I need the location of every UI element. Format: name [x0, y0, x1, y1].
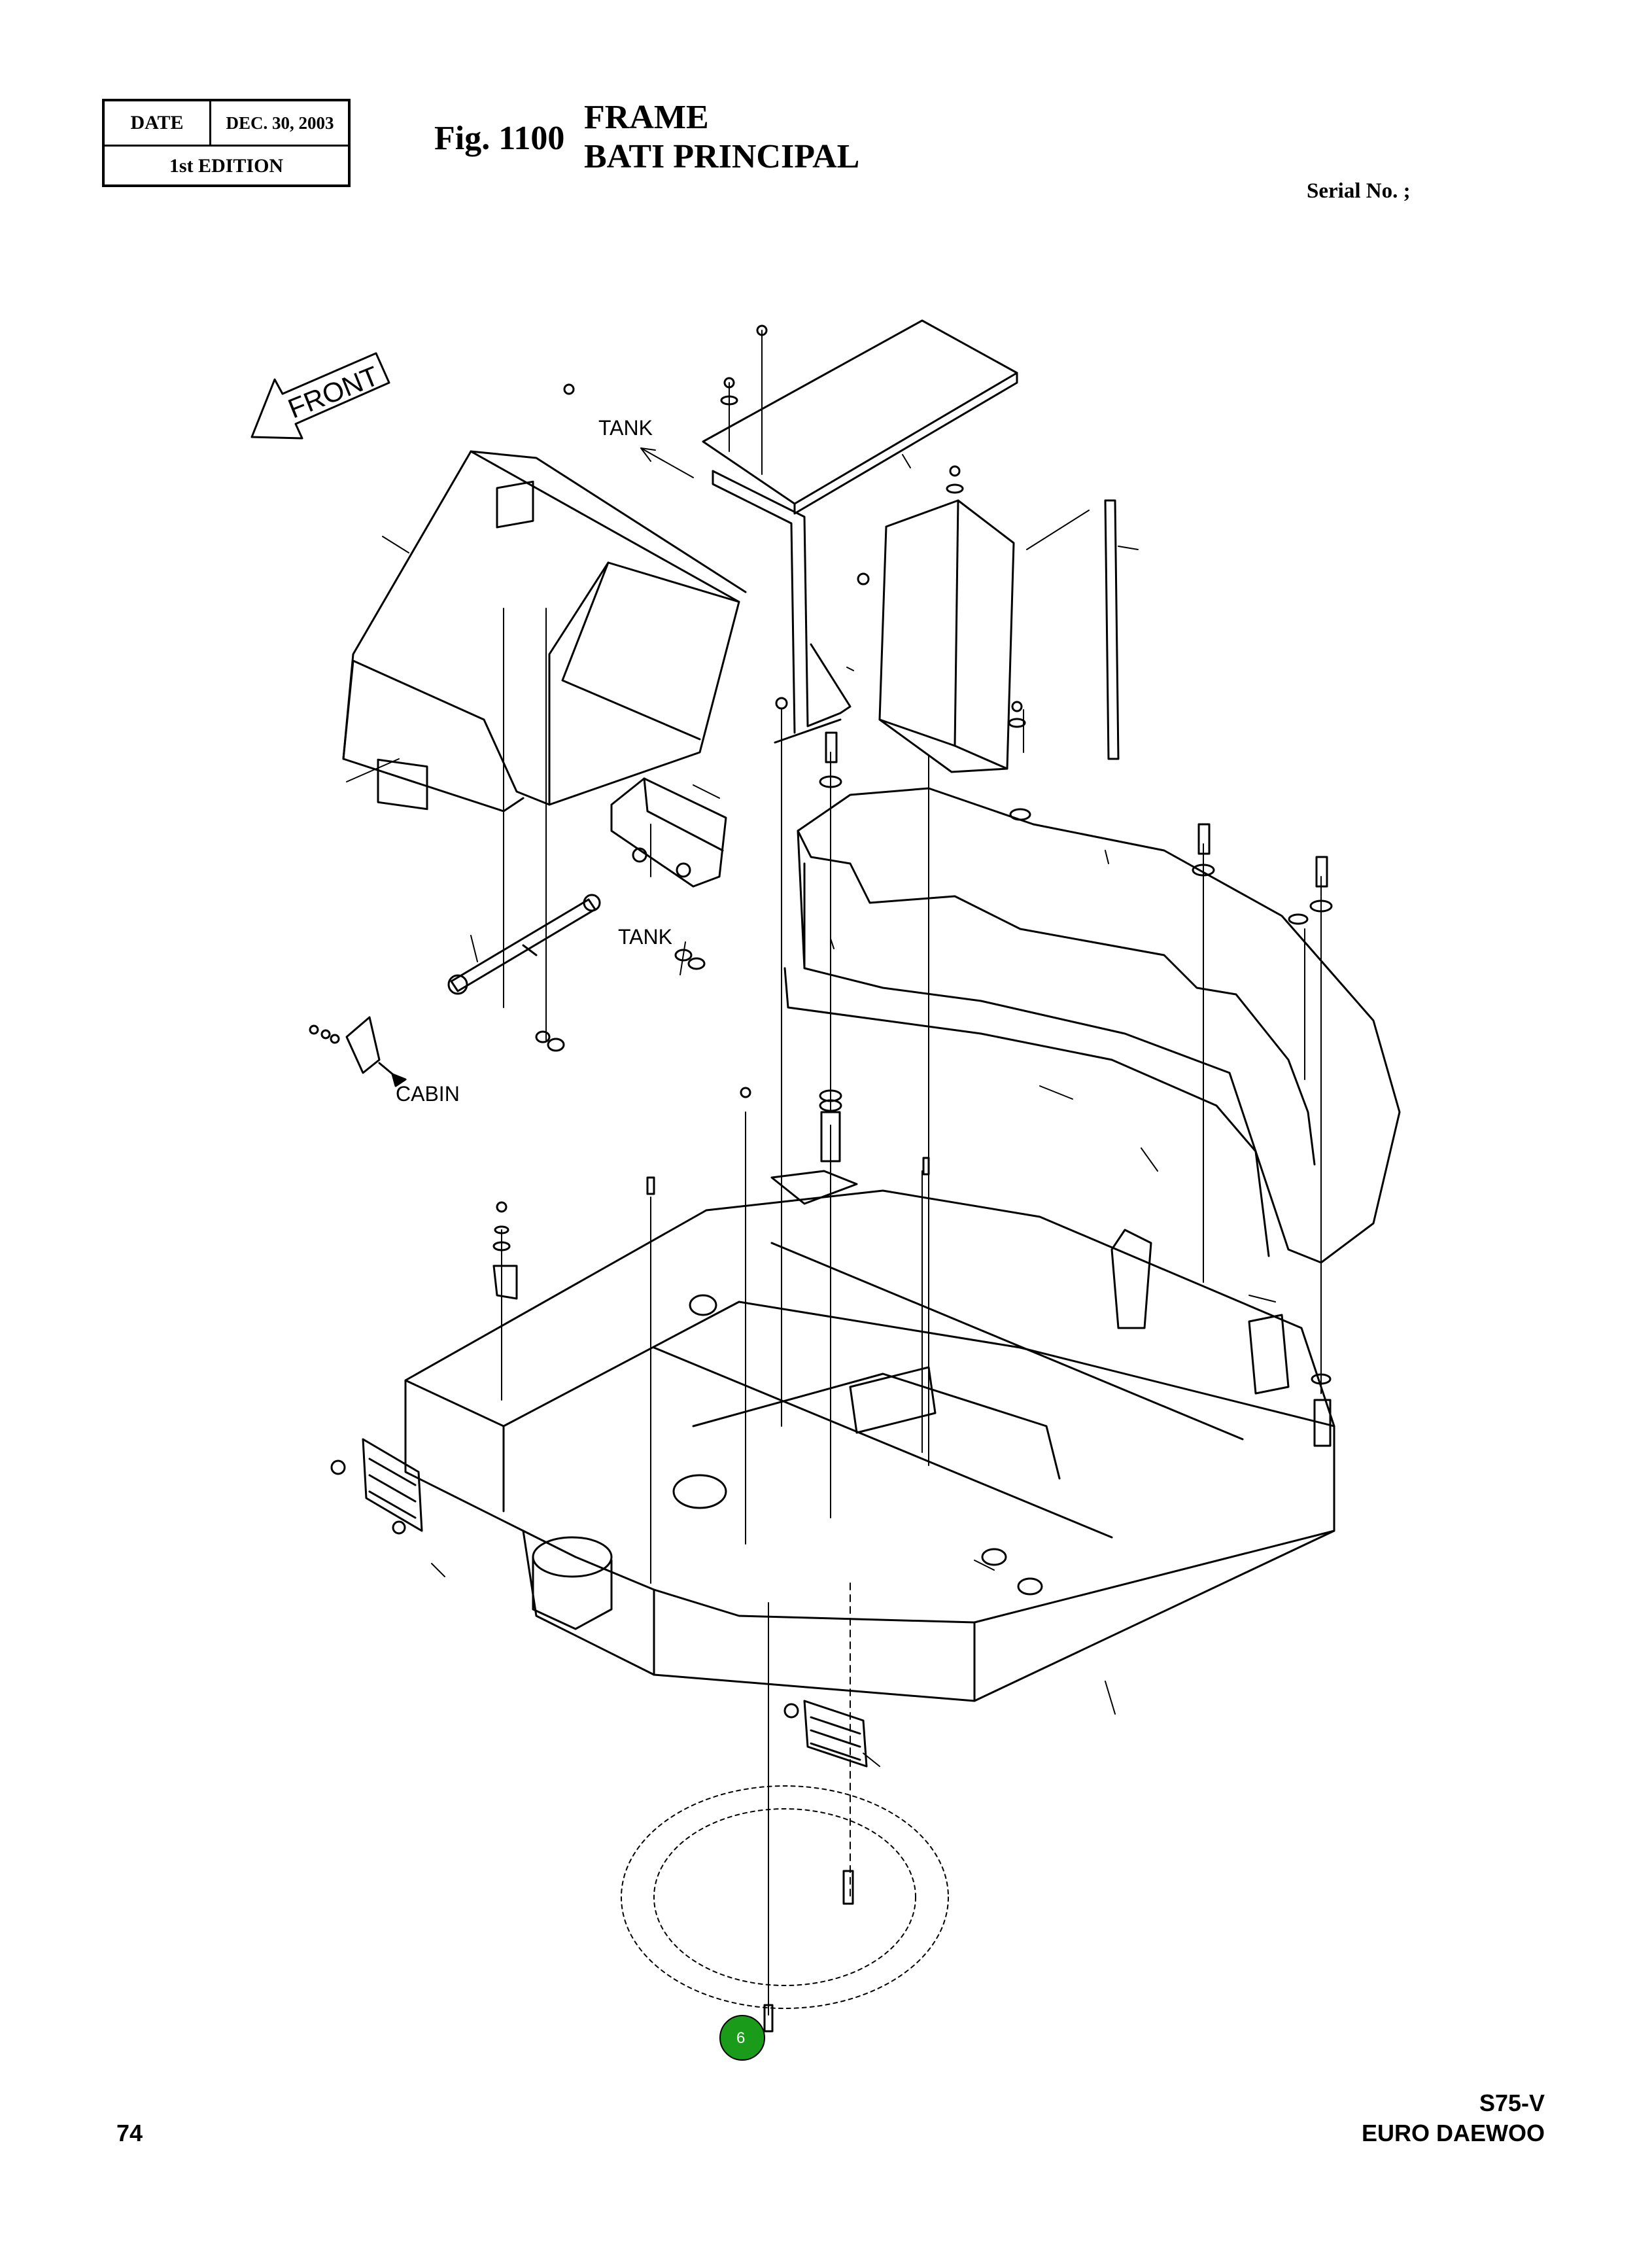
- brand-name: EURO DAEWOO: [1361, 2120, 1545, 2146]
- cabin-label: CABIN: [396, 1082, 460, 1106]
- page-number: 74: [116, 2120, 143, 2146]
- front-direction-arrow: FRONT: [250, 352, 390, 440]
- part-callout-6[interactable]: 6: [719, 2015, 765, 2061]
- side-grille-left: [362, 1438, 423, 1532]
- date-label: DATE: [105, 101, 211, 145]
- serial-number-label: Serial No. ;: [1307, 179, 1411, 203]
- direction-arrows: [640, 447, 694, 975]
- model-name: S75-V: [1479, 2089, 1545, 2116]
- swing-bearing-ring: [621, 1785, 949, 2009]
- tank-cover: [342, 450, 747, 813]
- edition-label: 1st EDITION: [169, 155, 284, 177]
- callout-number: 6: [736, 2029, 745, 2047]
- model-block: S75-V EURO DAEWOO: [1362, 2088, 1545, 2148]
- compartment-box: [878, 499, 1015, 773]
- assembly-lines: [501, 330, 1322, 2016]
- stay-rod: [447, 894, 601, 995]
- figure-title-french: BATI PRINCIPAL: [584, 138, 860, 175]
- counterweight: [783, 787, 1401, 1264]
- revision-date-row: DATE DEC. 30, 2003: [105, 101, 348, 147]
- figure-number: Fig. 1100: [434, 120, 565, 157]
- figure-title-english: FRAME: [584, 99, 709, 136]
- tank-bracket: [712, 470, 852, 744]
- upper-frame: [404, 1170, 1335, 1702]
- revision-box: DATE DEC. 30, 2003 1st EDITION: [102, 99, 351, 187]
- top-cover-plate: [702, 319, 1018, 515]
- seal-strip: [1104, 499, 1120, 760]
- cabin-bracket: [345, 1016, 407, 1087]
- side-grille-right: [803, 1700, 868, 1768]
- tank-label-upper: TANK: [598, 416, 653, 440]
- hardware-parts: [309, 324, 1333, 2033]
- tray-bracket: [610, 777, 727, 888]
- date-value: DEC. 30, 2003: [226, 113, 334, 133]
- tank-label-lower: TANK: [618, 925, 672, 949]
- leader-lines: [346, 454, 1276, 1767]
- front-label: FRONT: [284, 360, 383, 425]
